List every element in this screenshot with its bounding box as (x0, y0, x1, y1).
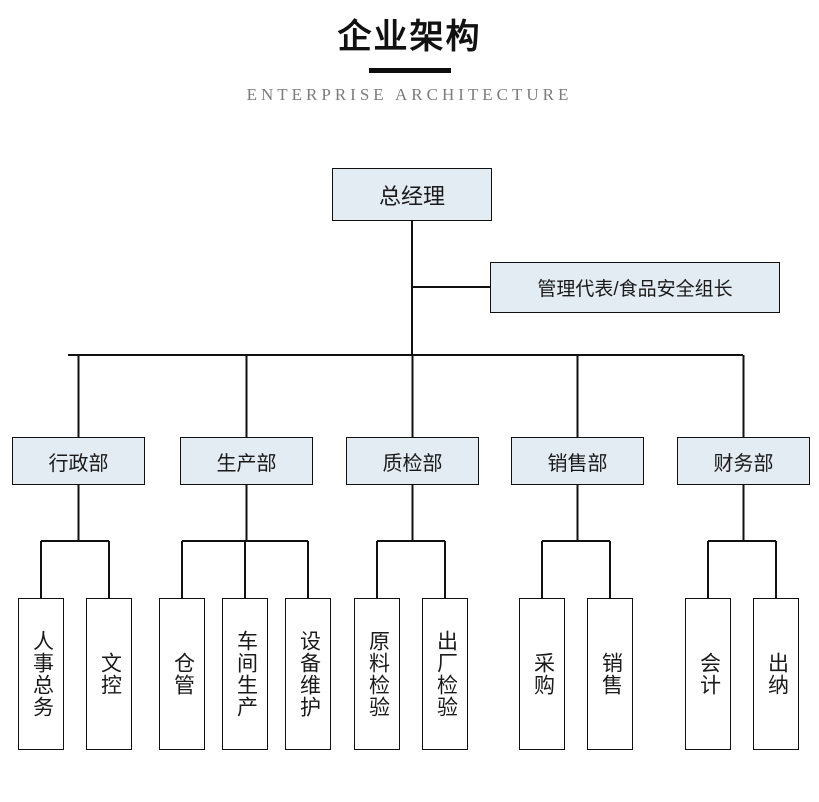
chart-header: 企业架构 ENTERPRISE ARCHITECTURE (0, 0, 819, 105)
page-title: 企业架构 (337, 18, 482, 56)
org-node-label: 采购 (531, 652, 555, 696)
page-subtitle: ENTERPRISE ARCHITECTURE (246, 85, 573, 104)
org-node-cash[interactable]: 出纳 (753, 598, 799, 750)
org-node-wh[interactable]: 仓管 (159, 598, 205, 750)
org-node-buy[interactable]: 采购 (519, 598, 565, 750)
org-node-label: 管理代表/食品安全组长 (537, 279, 733, 300)
org-node-label: 生产部 (216, 452, 277, 475)
org-node-label: 财务部 (713, 452, 774, 475)
org-node-label: 仓管 (171, 652, 195, 696)
org-node-label: 总经理 (378, 183, 445, 209)
title-divider-rule (368, 68, 451, 73)
org-node-gm[interactable]: 总经理 (332, 168, 492, 221)
org-node-label: 原料检验 (366, 630, 390, 718)
org-node-label: 设备维护 (297, 630, 321, 718)
org-node-maint[interactable]: 设备维护 (285, 598, 331, 750)
org-node-sell[interactable]: 销售 (587, 598, 633, 750)
org-node-sales[interactable]: 销售部 (511, 437, 644, 485)
org-node-label: 会计 (697, 652, 721, 696)
org-node-label: 人事总务 (30, 630, 54, 718)
org-node-label: 出厂检验 (434, 630, 458, 718)
org-node-label: 质检部 (382, 452, 443, 475)
org-node-rawqc[interactable]: 原料检验 (354, 598, 400, 750)
org-node-label: 销售 (599, 652, 623, 696)
org-node-label: 文控 (98, 652, 122, 696)
org-node-label: 行政部 (48, 452, 109, 475)
org-node-workshop[interactable]: 车间生产 (222, 598, 268, 750)
org-node-prod[interactable]: 生产部 (180, 437, 313, 485)
org-node-label: 车间生产 (234, 630, 258, 718)
org-node-mr[interactable]: 管理代表/食品安全组长 (490, 262, 780, 313)
org-node-acct[interactable]: 会计 (685, 598, 731, 750)
org-node-qc[interactable]: 质检部 (346, 437, 479, 485)
org-node-outqc[interactable]: 出厂检验 (422, 598, 468, 750)
org-node-label: 销售部 (547, 452, 608, 475)
org-node-admin[interactable]: 行政部 (12, 437, 145, 485)
org-node-fin[interactable]: 财务部 (677, 437, 810, 485)
org-node-label: 出纳 (765, 652, 789, 696)
org-node-hr[interactable]: 人事总务 (18, 598, 64, 750)
org-node-doc[interactable]: 文控 (86, 598, 132, 750)
